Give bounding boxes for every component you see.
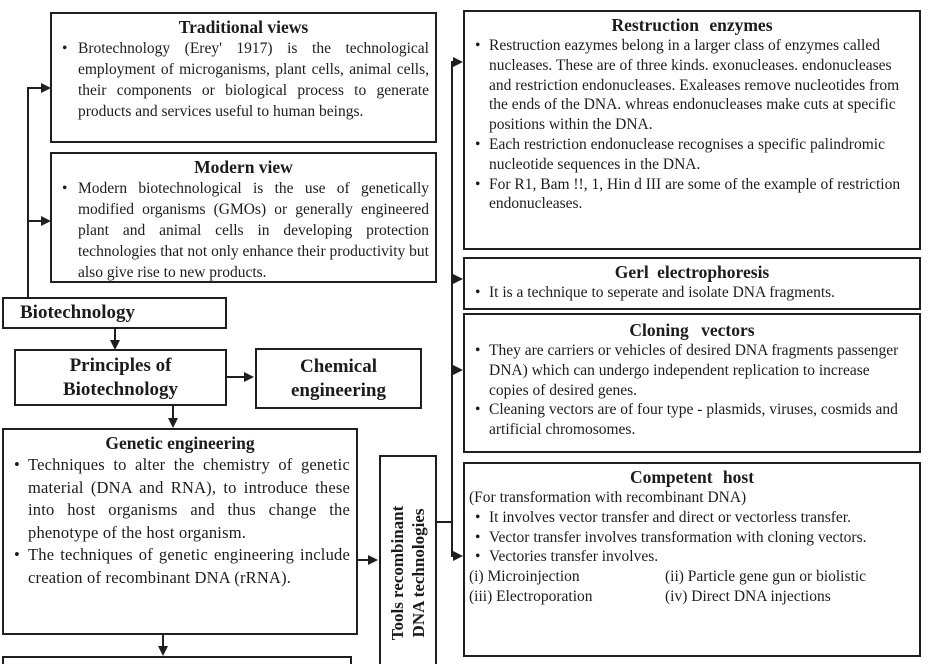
restriction-enzymes-title: Restruction enzymes: [611, 15, 773, 35]
arrowhead-to-gel-icon: [453, 274, 463, 284]
connector-principles-genetic: [172, 406, 174, 419]
tools-label-line1: Tools recombinant: [388, 505, 407, 640]
gel-electrophoresis-title: Gerl electrophoresis: [614, 262, 770, 282]
restriction-enzymes-bullet: Each restriction endonuclease recognises…: [471, 135, 913, 175]
competent-host-bullet: Vector transfer involves transformation …: [471, 528, 913, 548]
bottom-cutoff-box: [2, 656, 352, 664]
cloning-vectors-bullet: They are carriers or vehicles of desired…: [471, 341, 913, 400]
competent-host-bullet: Vectories transfer involves.: [471, 547, 913, 567]
modern-view-title: Modern view: [194, 157, 293, 177]
cloning-vectors-bullet: Cleaning vectors are of four type - plas…: [471, 400, 913, 440]
modern-view-bullet: Modern biotechnological is the use of ge…: [58, 178, 429, 283]
restriction-enzymes-bullet: Restruction eazymes belong in a larger c…: [471, 36, 913, 135]
arrowhead-genetic-bottom-icon: [158, 646, 168, 656]
connector-to-modern: [27, 220, 44, 222]
chemical-engineering-label: Chemical engineering: [291, 355, 386, 401]
cloning-vectors-title: Cloning vectors: [629, 320, 755, 340]
connector-genetic-bottom: [162, 635, 164, 647]
tools-recombinant-dna-box: Tools recombinant DNA technologies: [379, 455, 437, 664]
genetic-engineering-bullet: The techniques of genetic engineering in…: [10, 544, 350, 589]
method-item: (iv) Direct DNA injections: [665, 587, 831, 605]
chemical-engineering-box: Chemical engineering: [255, 348, 422, 409]
arrowhead-principles-chemical-icon: [244, 372, 254, 382]
method-item: (ii) Particle gene gun or biolistic: [665, 568, 867, 586]
arrowhead-to-traditional-icon: [41, 83, 51, 93]
connector-to-traditional: [27, 87, 44, 89]
arrowhead-to-cloning-icon: [453, 365, 463, 375]
biotechnology-box: Biotechnology: [2, 297, 227, 329]
arrowhead-to-restriction-icon: [453, 57, 463, 67]
arrowhead-to-competent-icon: [453, 551, 463, 561]
traditional-views-box: Traditional views Brotechnology (Erey' 1…: [50, 12, 437, 143]
genetic-engineering-title: Genetic engineering: [105, 433, 255, 453]
genetic-engineering-box: Genetic engineering Techniques to alter …: [2, 428, 358, 635]
connector-biotech-principles: [114, 329, 116, 341]
competent-host-subtitle: (For transformation with recombinant DNA…: [469, 489, 747, 506]
genetic-engineering-bullet: Techniques to alter the chemistry of gen…: [10, 454, 350, 544]
competent-host-box: Competent host (For transformation with …: [463, 462, 921, 657]
competent-host-bullet: It involves vector transfer and direct o…: [471, 508, 913, 528]
connector-principles-chemical: [227, 376, 245, 378]
gel-electrophoresis-bullet: It is a technique to seperate and isolat…: [471, 283, 913, 303]
arrowhead-to-modern-icon: [41, 216, 51, 226]
gel-electrophoresis-box: Gerl electrophoresis It is a technique t…: [463, 257, 921, 310]
traditional-views-bullet: Brotechnology (Erey' 1917) is the techno…: [58, 38, 429, 122]
traditional-views-title: Traditional views: [178, 17, 309, 37]
competent-host-title: Competent host: [629, 467, 755, 487]
connector-tools-trunk: [437, 521, 453, 523]
connector-right-trunk: [451, 61, 453, 557]
restriction-enzymes-bullet: For R1, Bam !!, 1, Hin d III are some of…: [471, 175, 913, 215]
restriction-enzymes-box: Restruction enzymes Restruction eazymes …: [463, 10, 921, 250]
connector-left-trunk: [27, 87, 29, 298]
modern-view-box: Modern view Modern biotechnological is t…: [50, 152, 437, 283]
arrowhead-genetic-tools-icon: [368, 555, 378, 565]
tools-label-line2: DNA technologies: [409, 508, 428, 637]
arrowhead-principles-genetic-icon: [168, 418, 178, 428]
connector-genetic-tools: [358, 559, 369, 561]
cloning-vectors-box: Cloning vectors They are carriers or veh…: [463, 313, 921, 453]
biotechnology-label: Biotechnology: [20, 302, 136, 323]
principles-label: Principles of Biotechnology: [62, 354, 179, 400]
method-item: (iii) Electroporation: [469, 587, 593, 605]
arrowhead-biotech-principles-icon: [110, 340, 120, 350]
method-item: (i) Microinjection: [469, 568, 580, 586]
principles-box: Principles of Biotechnology: [14, 349, 227, 406]
